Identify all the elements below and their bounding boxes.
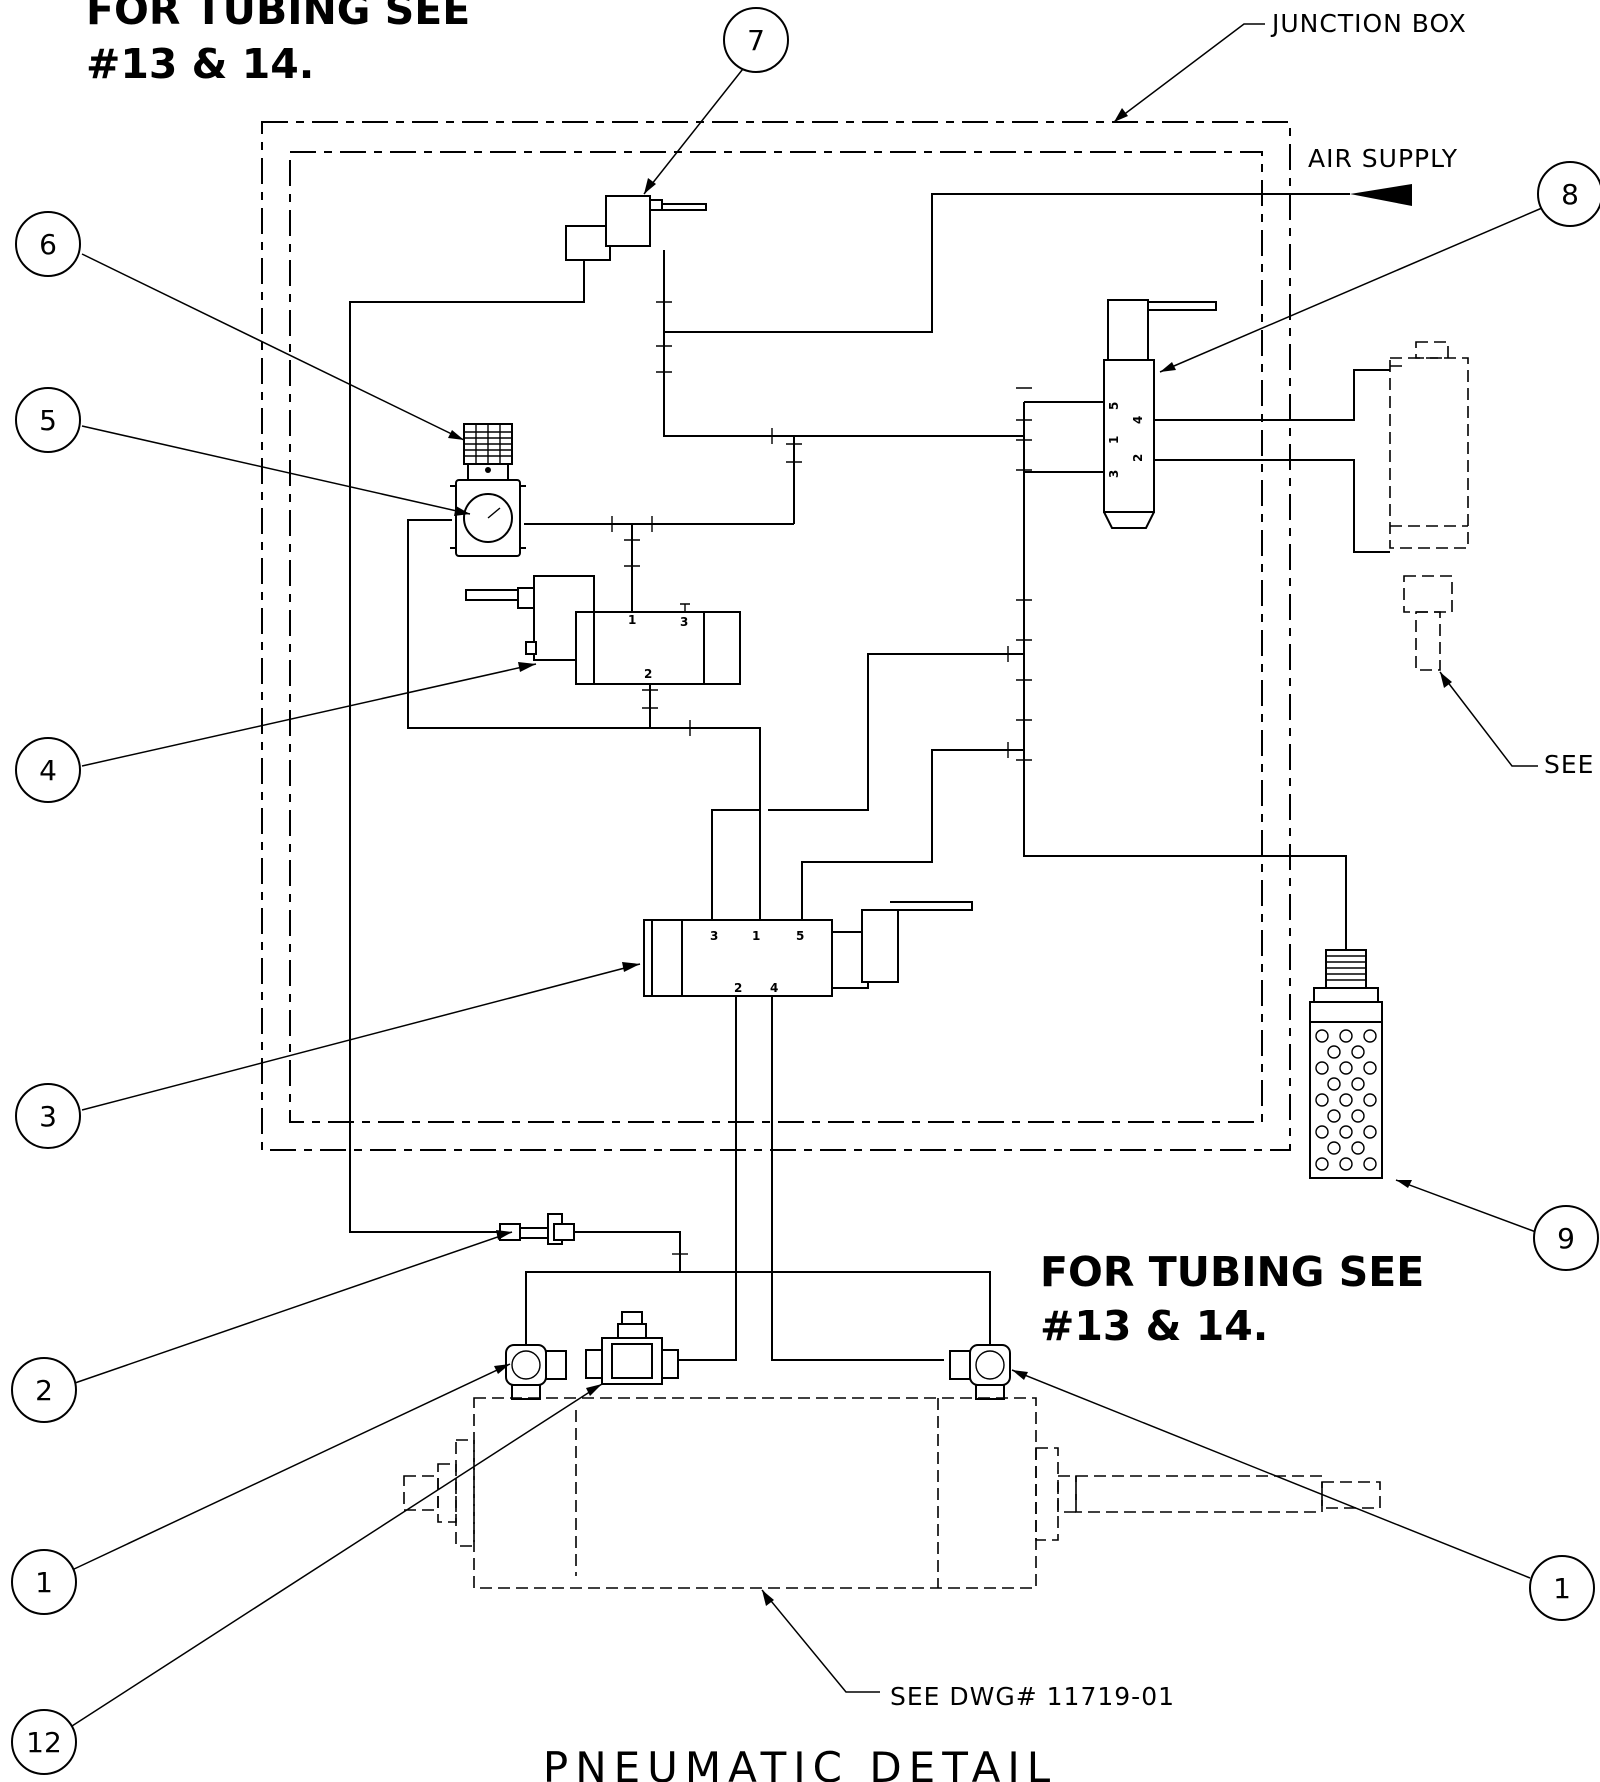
pressure-regulator-6: [463, 423, 513, 481]
solenoid-valve-4: [465, 575, 741, 685]
valve4-port-2: 2: [644, 667, 652, 681]
junction-box-leader: [1113, 23, 1265, 123]
callout-3: 3: [15, 1083, 81, 1149]
flow-control-12: [585, 1311, 679, 1385]
callout-1-right-text: 1: [1553, 1572, 1571, 1605]
valve3-port-2: 2: [734, 981, 742, 995]
leader-lines: [71, 59, 1543, 1727]
solenoid-valve-8: [1103, 299, 1217, 529]
elbow-fitting-1-right: [949, 1344, 1011, 1400]
callout-8-text: 8: [1561, 178, 1579, 211]
callout-7-text: 7: [747, 24, 765, 57]
callout-6-text: 6: [39, 228, 57, 261]
callout-6: 6: [15, 211, 81, 277]
callout-9: 9: [1533, 1205, 1599, 1271]
callout-1-left-text: 1: [35, 1566, 53, 1599]
valve8-port-4: 4: [1131, 416, 1145, 424]
tubing-ticks: [611, 301, 1032, 1255]
see-right-arrow: [1440, 672, 1452, 688]
muffler-9: [1309, 949, 1383, 1179]
valve3-port-4: 4: [770, 981, 778, 995]
callout-3-text: 3: [39, 1100, 57, 1133]
callout-12-text: 12: [26, 1726, 62, 1759]
valve8-port-2: 2: [1131, 454, 1145, 462]
valve4-port-1: 1: [628, 613, 636, 627]
solenoid-valve-3: [643, 901, 973, 997]
drawing-title: PNEUMATIC DETAIL: [543, 1743, 1057, 1782]
callout-1-left: 1: [11, 1549, 77, 1615]
tubing-note-bottom-line1: FOR TUBING SEE: [1040, 1248, 1424, 1296]
junction-box-arrow: [1114, 108, 1128, 122]
valve3-port-3: 3: [710, 929, 718, 943]
callout-12: 12: [11, 1709, 77, 1775]
pressure-gauge-5: [450, 479, 526, 557]
callout-1-right: 1: [1529, 1555, 1595, 1621]
callout-2-text: 2: [35, 1374, 53, 1407]
rotary-actuator-dashed: [1389, 341, 1469, 671]
air-supply-label: AIR SUPPLY: [1308, 144, 1458, 173]
see-label-right: SEE: [1544, 750, 1594, 779]
junction-box-label: JUNCTION BOX: [1270, 9, 1467, 38]
tubing-note-top-line2: #13 & 14.: [86, 40, 314, 88]
tubing-note-top-line1: FOR TUBING SEE: [86, 0, 470, 34]
callout-5: 5: [15, 387, 81, 453]
callout-8: 8: [1537, 161, 1600, 227]
solenoid-valve-7: [565, 195, 707, 261]
callout-4-text: 4: [39, 754, 57, 787]
air-cylinder-dashed: [403, 1397, 1381, 1589]
callout-7: 7: [723, 7, 789, 73]
air-supply-arrow: [1350, 184, 1412, 206]
tee-fitting-2: [499, 1213, 575, 1245]
valve4-port-3: 3: [680, 615, 688, 629]
valve8-port-1: 1: [1107, 436, 1121, 444]
callout-2: 2: [11, 1357, 77, 1423]
see-dwg-label: SEE DWG# 11719-01: [890, 1682, 1175, 1711]
tubing-lines: [349, 193, 1390, 1361]
junction-box-outline: [261, 121, 1291, 1151]
elbow-fitting-1-left: [505, 1344, 567, 1400]
see-right-leader: [1439, 671, 1538, 767]
callout-4: 4: [15, 737, 81, 803]
callout-5-text: 5: [39, 404, 57, 437]
valve3-port-1: 1: [752, 929, 760, 943]
valve8-port-5: 5: [1107, 402, 1121, 410]
callout-9-text: 9: [1557, 1222, 1575, 1255]
tubing-note-bottom-line2: #13 & 14.: [1040, 1302, 1268, 1350]
valve8-port-3: 3: [1107, 470, 1121, 478]
valve3-port-5: 5: [796, 929, 804, 943]
